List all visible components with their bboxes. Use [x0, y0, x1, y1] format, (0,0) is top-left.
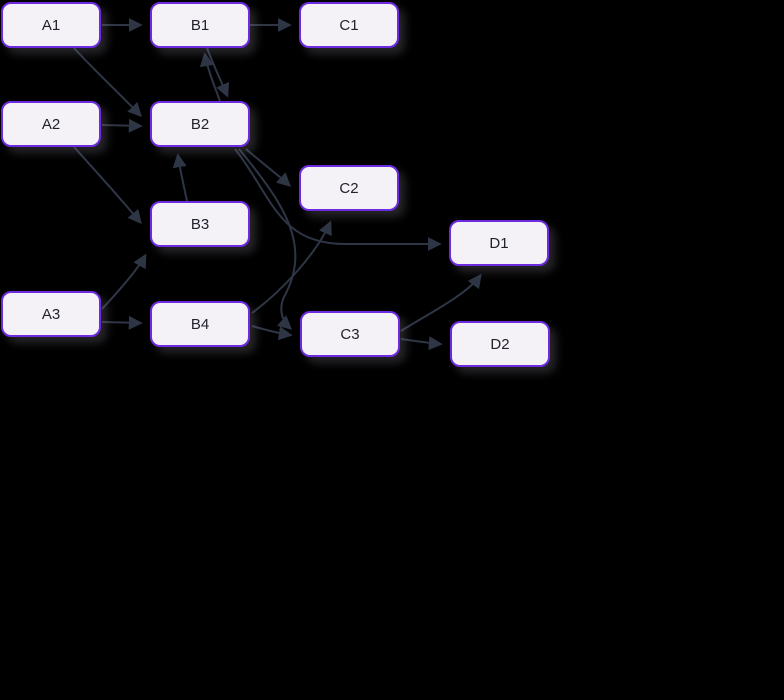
node-label: C2	[339, 179, 359, 197]
node-label: C3	[340, 325, 360, 343]
node-label: B3	[190, 215, 210, 233]
edge-a2-b3	[73, 146, 142, 225]
node-a2: A2	[1, 101, 101, 147]
node-a3: A3	[1, 291, 101, 337]
node-b2: B2	[150, 101, 250, 147]
node-b4: B4	[150, 301, 250, 347]
edge-b2-d1	[234, 148, 442, 251]
node-label: B1	[190, 16, 210, 34]
node-label: D1	[489, 234, 509, 252]
node-b1: B1	[150, 2, 250, 48]
edge-b1-b2	[206, 47, 230, 98]
node-d2: D2	[450, 321, 550, 367]
node-b3: B3	[150, 201, 250, 247]
edge-b3-b2	[172, 153, 188, 202]
node-label: C1	[339, 16, 359, 34]
node-label: D2	[490, 335, 510, 353]
edge-b4-c2	[251, 220, 332, 314]
edge-b2-b1	[199, 52, 221, 102]
node-d1: D1	[449, 220, 549, 266]
node-label: B2	[190, 115, 210, 133]
node-a1: A1	[1, 2, 101, 48]
edge-b2-c2	[245, 148, 292, 187]
node-label: B4	[190, 315, 210, 333]
node-label: A1	[41, 16, 61, 34]
node-label: A3	[41, 305, 61, 323]
edge-c3-d2	[400, 336, 443, 351]
edge-a1-b2	[73, 47, 142, 118]
node-c3: C3	[300, 311, 400, 357]
edge-c3-d1	[400, 273, 482, 332]
edge-a3-b4	[101, 315, 143, 330]
node-c1: C1	[299, 2, 399, 48]
node-c2: C2	[299, 165, 399, 211]
node-label: A2	[41, 115, 61, 133]
edge-b4-c3	[251, 325, 293, 341]
edge-a2-b2	[101, 118, 143, 133]
edge-a3-b3	[101, 253, 147, 310]
